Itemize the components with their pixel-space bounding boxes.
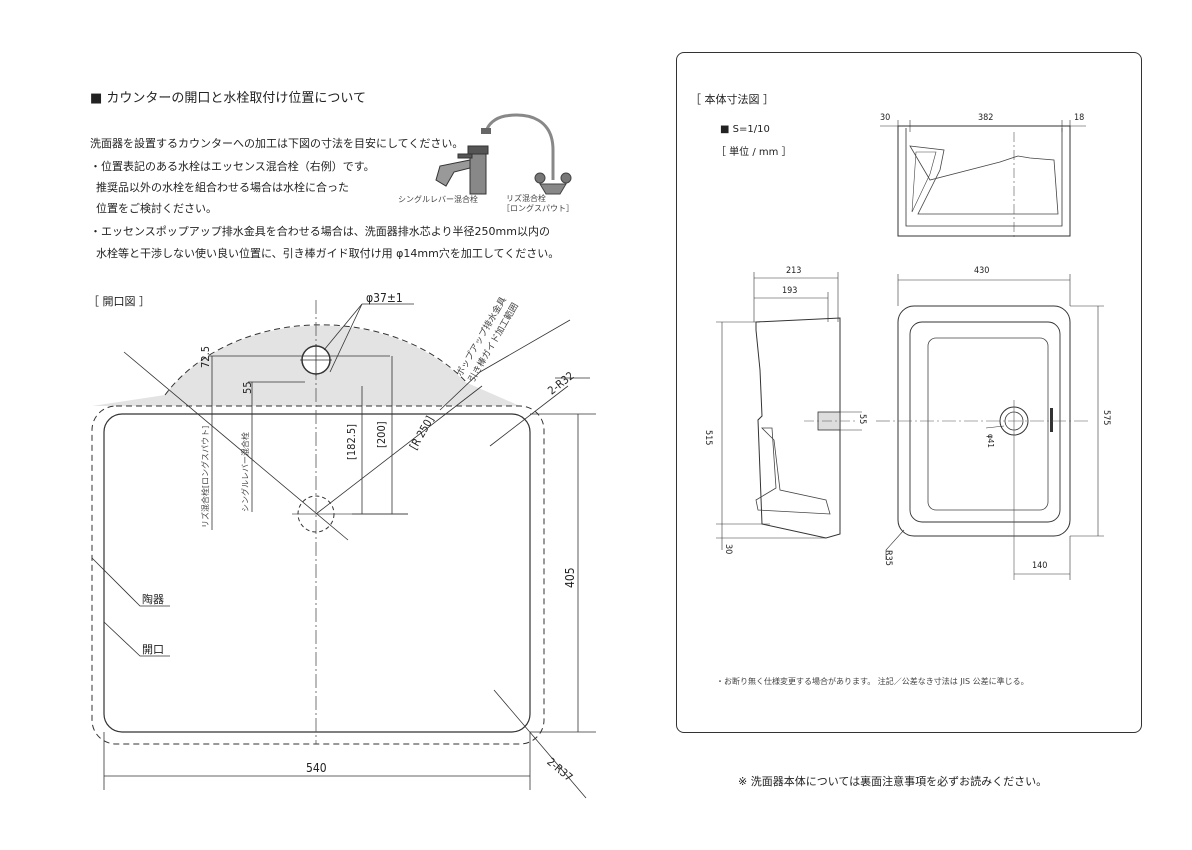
dim-top-30: 30 — [880, 113, 891, 123]
opening-outline — [103, 413, 531, 733]
dim-213: 213 — [786, 266, 802, 276]
dim-55-side: 55 — [857, 414, 867, 425]
unit-label: ［ 単位 / mm ］ — [716, 147, 792, 158]
bottom-note: ※ 洗面器本体については裏面注意事項を必ずお読みください。 — [738, 775, 1048, 788]
footer-note: ・お断り無く仕様変更する場合があります。 注記／公差なき寸法は JIS 公差に準… — [716, 677, 1029, 686]
section-title: ■ カウンターの開口と水栓取付け位置について — [90, 91, 367, 106]
hole-dim: φ37±1 — [366, 291, 403, 305]
dim-30-side: 30 — [723, 544, 733, 555]
scale-label: ■ S=1/10 — [720, 124, 770, 135]
faucet-reese-sublabel: ［ロングスパウト］ — [502, 204, 574, 213]
dim-193: 193 — [782, 286, 798, 296]
note2-line2: 水栓等と干渉しない使い良い位置に、引き棒ガイド取付け用 φ14mm穴を加工してく… — [96, 247, 560, 260]
reese-faucet-icon — [481, 113, 572, 195]
intro-text: 洗面器を設置するカウンターへの加工は下図の寸法を目安にしてください。 — [90, 137, 464, 150]
dim-phi41: φ41 — [986, 434, 995, 448]
single-lever-faucet-icon — [435, 145, 489, 195]
note1-line2: 推奨品以外の水栓を組合わせる場合は水栓に合った — [96, 181, 349, 194]
faucet-reese-label: リズ混合栓 — [506, 194, 546, 203]
dim-r35: R35 — [883, 550, 893, 566]
note2-line1: ・エッセンスポップアップ排水金具を合わせる場合は、洗面器排水芯より半径250mm… — [90, 225, 550, 238]
note1-line3: 位置をご検討ください。 — [96, 202, 217, 215]
opening-title: ［ 開口図 ］ — [88, 295, 150, 308]
dim-540: 540 — [306, 761, 327, 775]
dim-430: 430 — [974, 266, 990, 276]
ceramic-outline — [91, 405, 545, 745]
note1-line1: ・位置表記のある水栓はエッセンス混合栓（右例）です。 — [90, 160, 375, 173]
ceramic-label: 陶器 — [142, 593, 164, 606]
dim-top-18: 18 — [1074, 113, 1085, 123]
dimension-panel — [676, 52, 1142, 733]
dim-515: 515 — [703, 430, 713, 446]
dim-575: 575 — [1101, 410, 1111, 426]
faucet-single-label: シングルレバー混合栓 — [398, 195, 478, 204]
panel-title: ［ 本体寸法図 ］ — [690, 93, 774, 106]
dim-top-382: 382 — [978, 113, 994, 123]
opening-label: 開口 — [142, 643, 164, 656]
dim-140: 140 — [1032, 561, 1048, 571]
